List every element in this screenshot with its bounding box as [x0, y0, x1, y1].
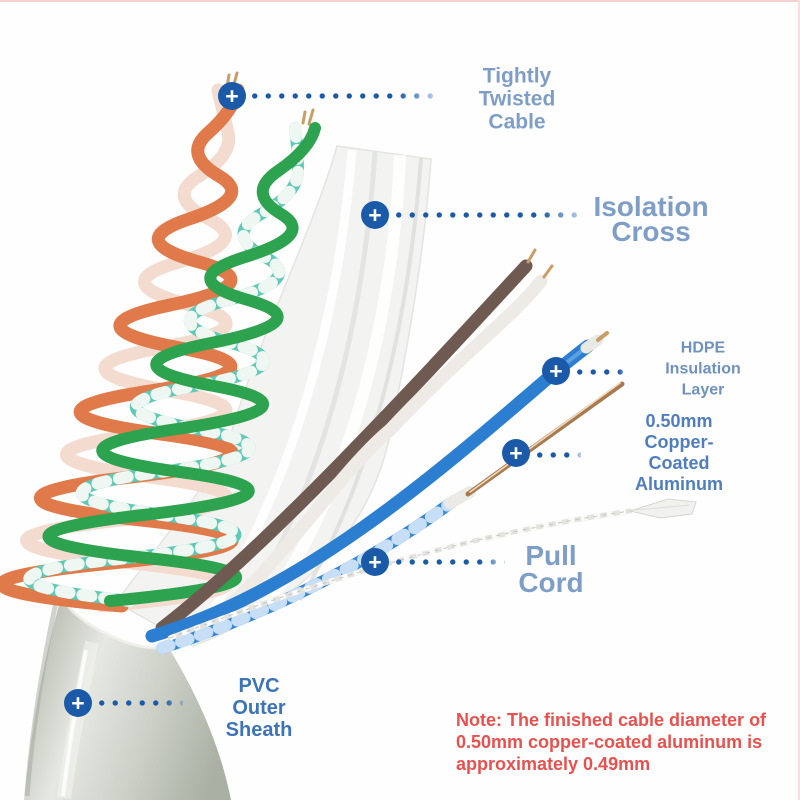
label-tightly-twisted-cable: Tightly Twisted Cable	[478, 64, 556, 134]
plus-marker-icon: +	[64, 689, 92, 717]
leader-dots	[392, 211, 583, 219]
label-copper-coated-aluminum: 0.50mm Copper-Coated Aluminum	[635, 411, 723, 494]
page-edge-right	[798, 0, 800, 800]
plus-marker-icon: +	[542, 357, 570, 385]
green-twisted-pair	[23, 108, 321, 607]
label-isolation-cross: Isolation Cross	[593, 191, 709, 247]
leader-dots	[573, 368, 631, 376]
leader-dots	[95, 699, 183, 707]
plus-marker-icon: +	[502, 439, 530, 467]
plus-glyph: +	[549, 358, 563, 384]
plus-glyph: +	[509, 440, 523, 466]
plus-glyph: +	[368, 202, 382, 228]
plus-glyph: +	[368, 549, 382, 575]
diameter-note-text: Note: The finished cable diameter of 0.5…	[456, 710, 767, 774]
plus-glyph: +	[71, 690, 85, 716]
leader-dots	[392, 558, 505, 566]
page-edge-top	[0, 0, 800, 2]
leader-dots	[248, 92, 438, 100]
plus-marker-icon: +	[361, 201, 389, 229]
brown-white-pair	[155, 248, 554, 649]
label-hdpe-insulation-layer: HDPE Insulation Layer	[665, 339, 741, 399]
plus-glyph: +	[225, 83, 239, 109]
label-pull-cord: Pull Cord	[518, 540, 584, 598]
label-pvc-outer-sheath: PVC Outer Sheath	[225, 675, 293, 741]
plus-marker-icon: +	[361, 548, 389, 576]
plus-marker-icon: +	[218, 82, 246, 110]
copper-wire	[465, 381, 625, 497]
leader-dots	[533, 451, 581, 459]
